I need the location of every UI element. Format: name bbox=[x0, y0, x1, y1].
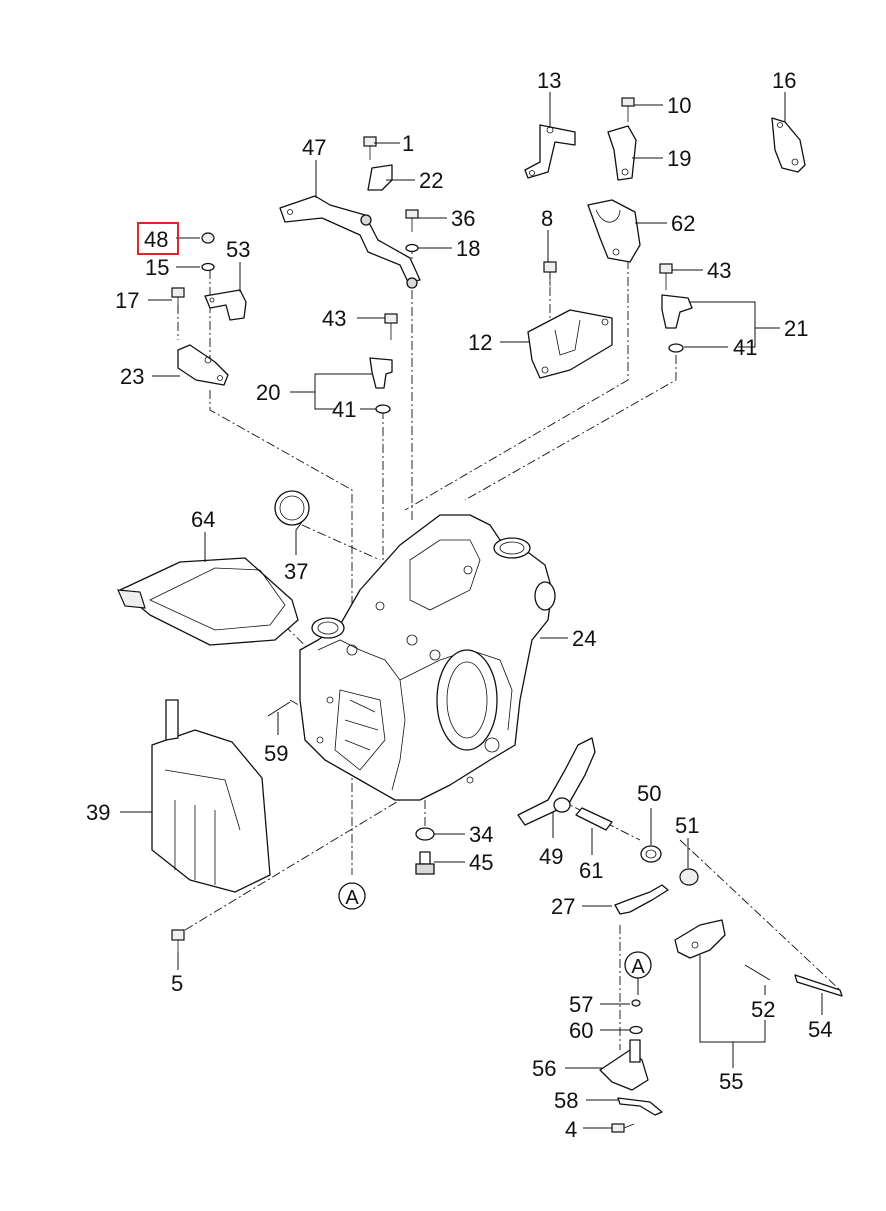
highlight-box-48 bbox=[137, 222, 179, 255]
part-label-36[interactable]: 36 bbox=[451, 206, 475, 231]
part-label-21[interactable]: 21 bbox=[784, 316, 808, 341]
clip-57 bbox=[631, 999, 641, 1007]
part-label-12[interactable]: 12 bbox=[468, 330, 492, 355]
bolt-43-upper bbox=[659, 263, 673, 290]
part-label-34[interactable]: 34 bbox=[469, 822, 493, 847]
part-label-24[interactable]: 24 bbox=[572, 626, 596, 651]
part-label-54[interactable]: 54 bbox=[808, 1017, 832, 1042]
part-label-39[interactable]: 39 bbox=[86, 800, 110, 825]
part-label-59[interactable]: 59 bbox=[264, 741, 288, 766]
part-label-18[interactable]: 18 bbox=[456, 236, 480, 261]
bolt-17 bbox=[171, 287, 185, 312]
bolt-10 bbox=[621, 97, 635, 122]
part-label-20[interactable]: 20 bbox=[256, 380, 280, 405]
bolt-1 bbox=[363, 136, 377, 160]
part-label-10[interactable]: 10 bbox=[667, 93, 691, 118]
part-label-37[interactable]: 37 bbox=[284, 559, 308, 584]
washer-15 bbox=[201, 262, 215, 272]
oring-60 bbox=[629, 1025, 643, 1035]
part-label-45[interactable]: 45 bbox=[469, 850, 493, 875]
part-label-23[interactable]: 23 bbox=[120, 364, 144, 389]
bracket-62 bbox=[587, 199, 641, 263]
part-label-49[interactable]: 49 bbox=[539, 844, 563, 869]
pin-59 bbox=[267, 701, 291, 717]
lever-49 bbox=[517, 737, 596, 826]
bracket-12 bbox=[527, 309, 613, 379]
part-label-5[interactable]: 5 bbox=[171, 971, 183, 996]
bracket-47 bbox=[279, 195, 421, 289]
part-label-52[interactable]: 52 bbox=[751, 997, 775, 1022]
bushing-50 bbox=[640, 845, 662, 863]
sensor-53 bbox=[204, 289, 247, 321]
reference-a-right: A bbox=[624, 951, 652, 979]
part-label-64[interactable]: 64 bbox=[191, 507, 215, 532]
part-label-8[interactable]: 8 bbox=[541, 206, 553, 231]
bracket-23 bbox=[177, 344, 229, 386]
reference-letter: A bbox=[631, 956, 645, 978]
bushing-51 bbox=[679, 868, 699, 886]
part-label-58[interactable]: 58 bbox=[554, 1088, 578, 1113]
sensor-21 bbox=[661, 294, 693, 329]
part-label-17[interactable]: 17 bbox=[115, 288, 139, 313]
part-label-43-upper[interactable]: 43 bbox=[707, 258, 731, 283]
oil-filter-64 bbox=[117, 557, 299, 646]
part-label-41-right[interactable]: 41 bbox=[733, 335, 757, 360]
bolt-5 bbox=[171, 929, 185, 952]
part-label-62[interactable]: 62 bbox=[671, 211, 695, 236]
rod-54 bbox=[794, 974, 843, 997]
drain-plug-45 bbox=[415, 851, 435, 875]
rod-27 bbox=[614, 884, 669, 915]
reference-a-bottom: A bbox=[338, 882, 366, 910]
part-label-47[interactable]: 47 bbox=[302, 135, 326, 160]
part-label-57[interactable]: 57 bbox=[569, 992, 593, 1017]
part-label-55[interactable]: 55 bbox=[719, 1069, 743, 1094]
part-label-41-left[interactable]: 41 bbox=[332, 397, 356, 422]
shaft-61 bbox=[575, 807, 613, 831]
bolt-4 bbox=[611, 1123, 635, 1133]
leader-lines bbox=[120, 92, 823, 1129]
nut-48 bbox=[201, 232, 215, 244]
part-label-19[interactable]: 19 bbox=[667, 146, 691, 171]
oring-41-left bbox=[375, 404, 391, 414]
detent-lever-56 bbox=[599, 1039, 649, 1091]
part-label-60[interactable]: 60 bbox=[569, 1018, 593, 1043]
bolt-36 bbox=[405, 209, 419, 232]
part-label-51[interactable]: 51 bbox=[675, 813, 699, 838]
part-label-61[interactable]: 61 bbox=[579, 858, 603, 883]
bracket-16 bbox=[771, 117, 806, 173]
bolt-43-middle bbox=[384, 313, 398, 340]
part-label-13[interactable]: 13 bbox=[537, 68, 561, 93]
part-label-43-middle[interactable]: 43 bbox=[322, 306, 346, 331]
part-label-27[interactable]: 27 bbox=[551, 894, 575, 919]
oring-41-right bbox=[668, 343, 684, 353]
oil-pan-39 bbox=[151, 699, 271, 893]
bracket-19 bbox=[607, 125, 637, 181]
gasket-37 bbox=[274, 490, 310, 526]
washer-18 bbox=[405, 243, 419, 253]
part-label-16[interactable]: 16 bbox=[772, 68, 796, 93]
part-label-48[interactable]: 48 bbox=[144, 227, 168, 252]
part-label-15[interactable]: 15 bbox=[145, 255, 169, 280]
part-label-22[interactable]: 22 bbox=[419, 168, 443, 193]
part-label-1[interactable]: 1 bbox=[402, 131, 414, 156]
transmission-case-24 bbox=[299, 514, 556, 801]
detent-spring-58 bbox=[617, 1097, 663, 1116]
part-label-4[interactable]: 4 bbox=[565, 1117, 577, 1142]
part-label-53[interactable]: 53 bbox=[226, 237, 250, 262]
part-label-50[interactable]: 50 bbox=[637, 781, 661, 806]
part-label-56[interactable]: 56 bbox=[532, 1056, 556, 1081]
shift-bracket-55 bbox=[674, 919, 726, 959]
reference-letter: A bbox=[345, 887, 359, 909]
washer-34 bbox=[415, 827, 435, 841]
bolt-8 bbox=[543, 261, 557, 286]
part-labels: 1 4 5 8 10 12 13 15 16 17 18 19 20 21 22… bbox=[86, 68, 832, 1142]
sensor-20 bbox=[369, 357, 393, 389]
bracket-22 bbox=[367, 164, 393, 191]
pin-52 bbox=[744, 964, 771, 981]
bracket-13 bbox=[524, 124, 576, 179]
